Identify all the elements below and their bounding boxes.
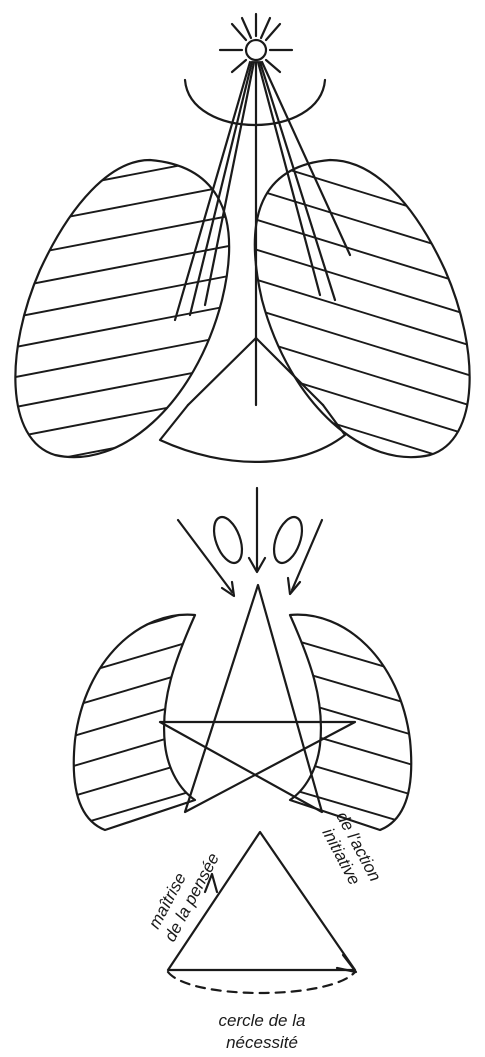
left-wing bbox=[0, 120, 260, 470]
label-right-group: initiative de l'action bbox=[315, 809, 385, 894]
right-arrow bbox=[292, 520, 322, 590]
bottom-triangle bbox=[168, 832, 356, 993]
left-arc-hatching bbox=[60, 600, 230, 860]
label-left-group: maîtrise de la pensée bbox=[143, 841, 223, 945]
left-wing-outline bbox=[15, 160, 229, 457]
left-wing-hatching bbox=[0, 120, 260, 470]
left-arrowhead bbox=[222, 582, 234, 596]
right-wing bbox=[225, 120, 485, 470]
label-bottom-line1: cercle de la bbox=[219, 1011, 306, 1030]
descending-arrows bbox=[178, 488, 322, 596]
right-wing-hatching bbox=[225, 120, 485, 470]
necessity-dashed-arc bbox=[168, 972, 355, 993]
left-arc-band bbox=[60, 600, 230, 860]
right-oval bbox=[269, 513, 308, 566]
left-oval bbox=[209, 513, 248, 566]
label-bottom-line2: nécessité bbox=[226, 1033, 298, 1052]
right-wing-outline bbox=[255, 160, 470, 457]
fan-sector-shape bbox=[160, 338, 345, 462]
sun-disc bbox=[246, 40, 266, 60]
